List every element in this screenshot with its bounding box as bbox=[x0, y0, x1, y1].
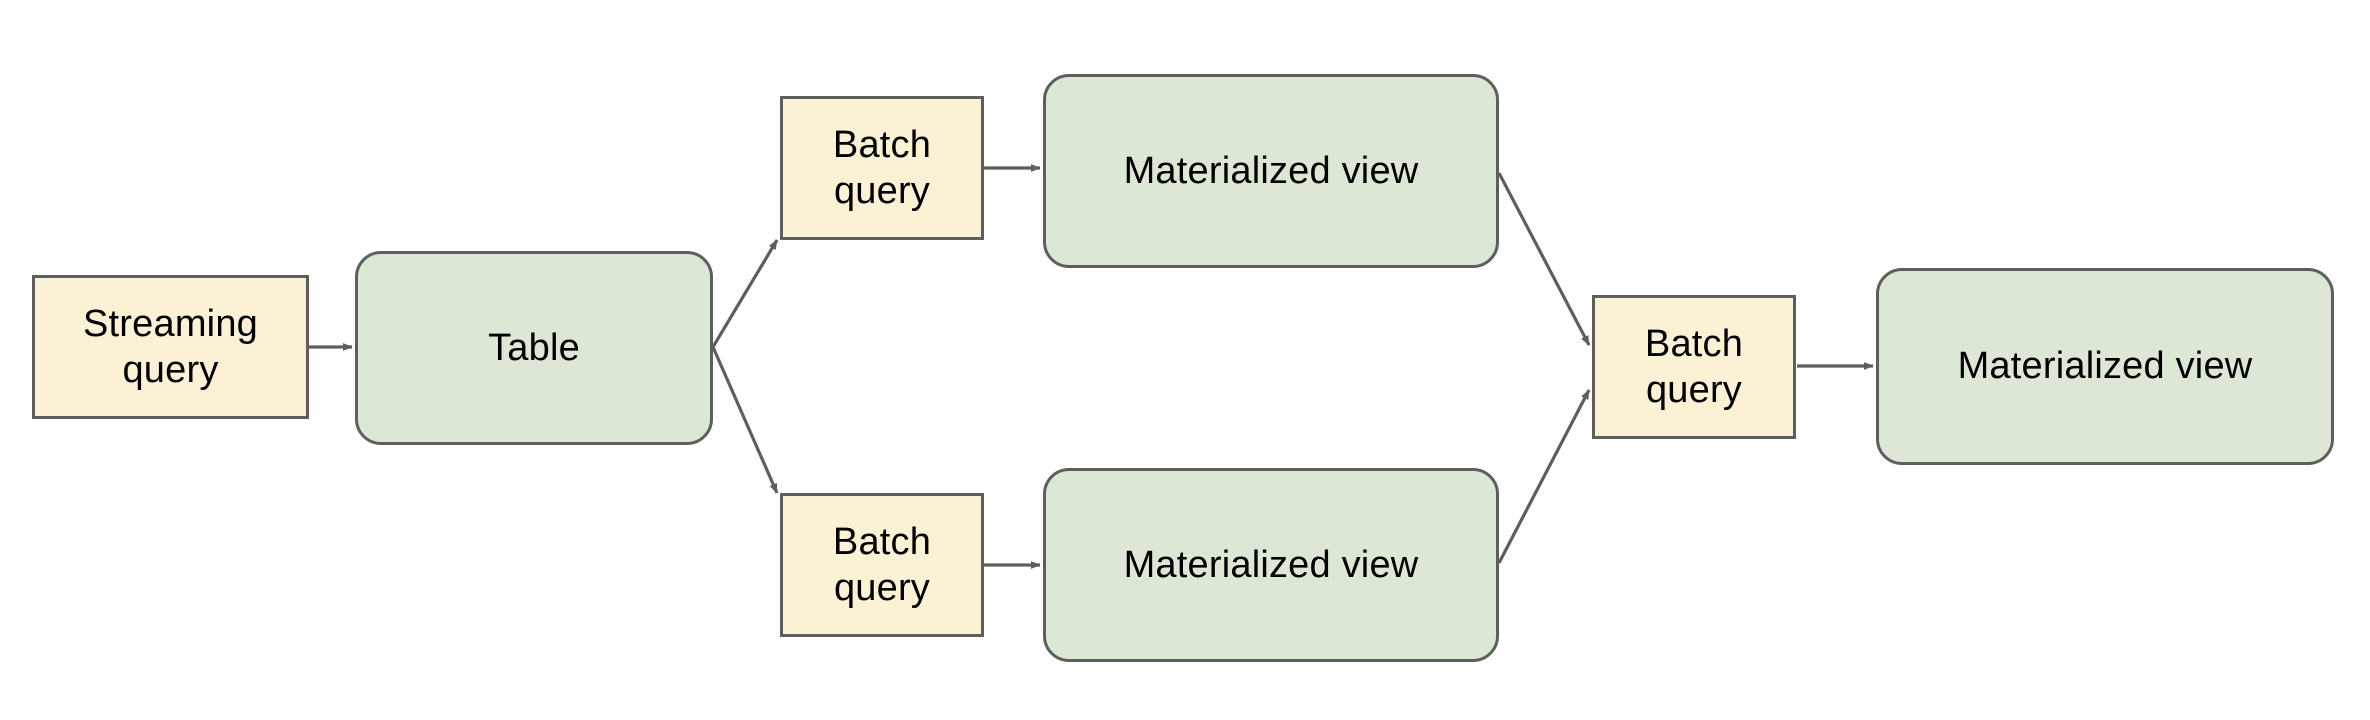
node-label-materialized-view-top: Materialized view bbox=[1123, 149, 1419, 192]
edge-table-to-batch-top bbox=[711, 239, 779, 348]
node-materialized-view-bottom[interactable]: Materialized view bbox=[1043, 468, 1499, 662]
node-label-batch-query-merge: Batch query bbox=[1644, 322, 1744, 411]
node-label-batch-query-bottom: Batch query bbox=[832, 520, 932, 609]
edge-mv-top-to-batch-merge bbox=[1497, 172, 1591, 346]
node-batch-query-top[interactable]: Batch query bbox=[780, 96, 984, 240]
node-materialized-view-top[interactable]: Materialized view bbox=[1043, 74, 1499, 268]
node-streaming-query[interactable]: Streaming query bbox=[32, 275, 309, 419]
edge-table-to-batch-bottom bbox=[711, 346, 779, 494]
node-materialized-view-final[interactable]: Materialized view bbox=[1876, 268, 2334, 465]
node-batch-query-bottom[interactable]: Batch query bbox=[780, 493, 984, 637]
node-label-batch-query-top: Batch query bbox=[832, 123, 932, 212]
edge-mv-bottom-to-batch-merge bbox=[1497, 389, 1591, 564]
node-label-materialized-view-bottom: Materialized view bbox=[1123, 543, 1419, 586]
node-label-materialized-view-final: Materialized view bbox=[1957, 345, 2253, 388]
node-label-table: Table bbox=[488, 326, 580, 369]
node-table[interactable]: Table bbox=[355, 251, 713, 445]
node-label-streaming-query: Streaming query bbox=[83, 302, 258, 391]
node-batch-query-merge[interactable]: Batch query bbox=[1592, 295, 1796, 439]
